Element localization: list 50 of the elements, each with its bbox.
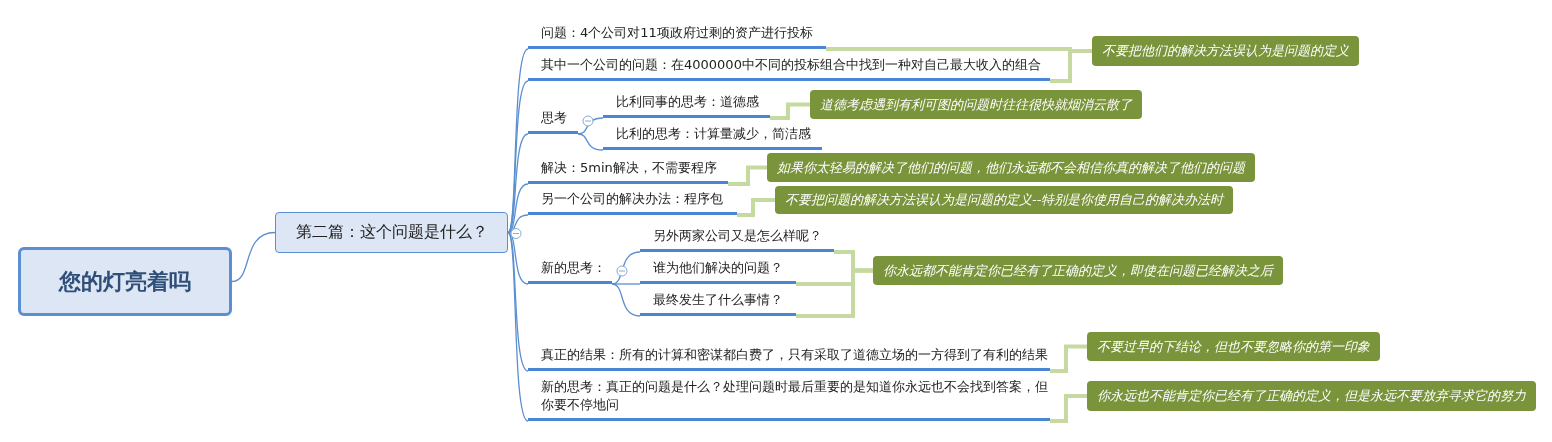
branch-line (611, 283, 641, 285)
topic-text: 道德考虑遇到有利可图的问题时往往很快就烟消云散了 (820, 95, 1132, 114)
topic-text: 不要把问题的解决方法误认为是问题的定义--特别是你使用自己的解决办法时 (785, 191, 1224, 209)
summary-callout (873, 256, 1283, 285)
branch-line (611, 283, 641, 317)
main-topic-box (275, 212, 508, 253)
summary-bracket (1050, 344, 1087, 373)
branch-line (577, 133, 604, 151)
topic-text: 比利的思考：计算量减少，简洁感 (616, 125, 811, 143)
topic-item (528, 377, 1050, 421)
topic-text: 你永远都不能肯定你已经有了正确的定义，即使在问题已经解决之后 (883, 261, 1273, 280)
topic-text: 另一个公司的解决办法：程序包 (541, 190, 723, 208)
branch-line (507, 231, 529, 372)
root-topic-box (18, 247, 232, 316)
summary-callout (1087, 332, 1380, 361)
topic-text: 不要过早的下结论，但也不要忽略你的第一印象 (1097, 337, 1370, 356)
branch-line (231, 231, 276, 283)
topic-text: 其中一个公司的问题：在4000000中不同的投标组合中找到一种对自己最大收入的组合 (541, 56, 1041, 74)
summary-bracket (728, 165, 767, 186)
topic-text: 您的灯亮着吗 (59, 267, 191, 296)
topic-text: 如果你太轻易的解决了他们的问题，他们永远都不会相信你真的解决了他们的问题 (777, 158, 1245, 177)
branch-line (507, 183, 529, 234)
branch-line (507, 231, 529, 285)
summary-callout (1087, 381, 1536, 411)
topic-text: 另外两家公司又是怎么样呢？ (653, 227, 822, 245)
summary-bracket (796, 268, 873, 318)
topic-text: 问题：4个公司对11项政府过剩的资产进行投标 (541, 24, 813, 42)
summary-bracket (1050, 394, 1087, 423)
topic-text: 真正的结果：所有的计算和密谋都白费了，只有采取了道德立场的一方得到了有利的结果 (541, 346, 1048, 364)
topic-text: 解决：5min解决，不需要程序 (541, 159, 717, 177)
branch-line (507, 214, 529, 234)
summary-callout (767, 153, 1255, 182)
topic-text: 比利同事的思考：道德感 (616, 93, 759, 111)
summary-bracket (1050, 49, 1092, 83)
summary-callout (810, 90, 1142, 119)
topic-text: 思考 (541, 109, 567, 127)
summary-bracket (770, 102, 810, 120)
topic-text: 你永远也不能肯定你已经有了正确的定义，但是永远不要放弃寻求它的努力 (1097, 387, 1526, 405)
summary-bracket (737, 198, 775, 217)
topic-text: 第二篇：这个问题是什么？ (295, 222, 488, 243)
topic-text: 新的思考： (541, 259, 606, 277)
topic-text: 不要把他们的解决方法误认为是问题的定义 (1102, 42, 1349, 60)
topic-text: 最终发生了什么事情？ (653, 291, 783, 309)
branch-line (507, 133, 529, 234)
topic-text: 谁为他们解决的问题？ (653, 259, 783, 277)
summary-callout (775, 186, 1234, 214)
summary-callout (1092, 36, 1359, 66)
branch-line (507, 231, 529, 422)
branch-line (577, 117, 604, 135)
topic-text: 新的思考：真正的问题是什么？处理问题时最后重要的是知道你永远也不会找到答案，但你要不停地问 (541, 378, 1049, 414)
